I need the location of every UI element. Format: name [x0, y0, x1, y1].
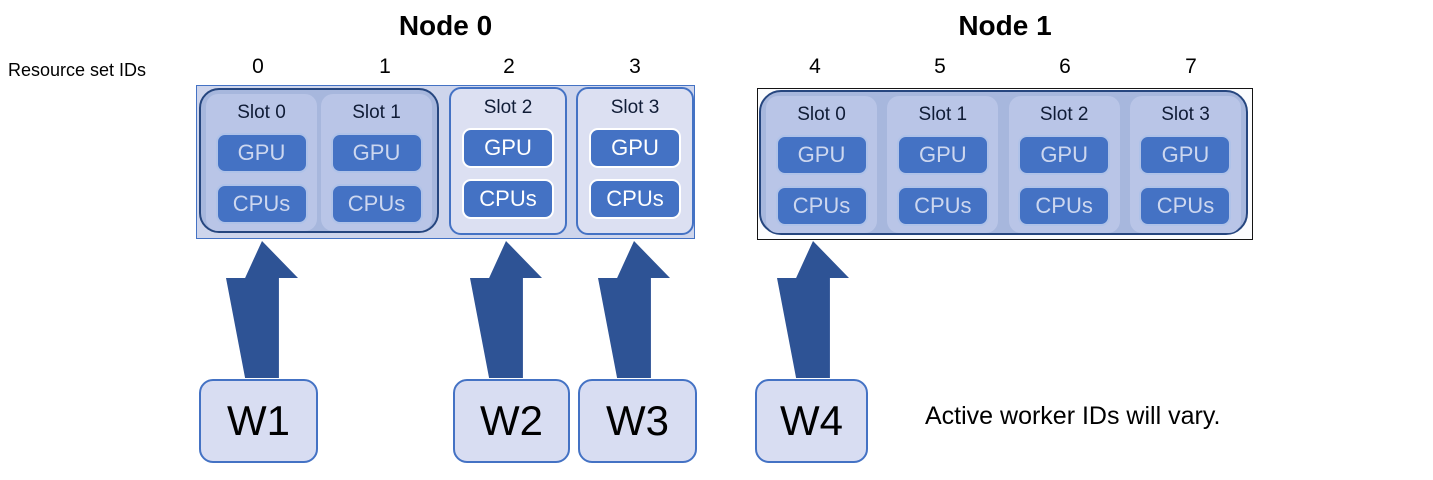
- up-arrow-icon-w3: [598, 241, 670, 378]
- node1-slot-3: Slot 3 GPU CPUs: [1129, 96, 1241, 233]
- resource-set-id-2: 2: [503, 55, 515, 78]
- slot-label: Slot 1: [352, 102, 401, 123]
- gpu-box: GPU: [215, 133, 308, 173]
- slot-label: Slot 3: [610, 97, 660, 118]
- node1-slot-2: Slot 2 GPU CPUs: [1008, 96, 1120, 233]
- node0-container: Slot 0 GPU CPUs Slot 1 GPU CPUs Slot 2 G…: [196, 85, 695, 239]
- node1-resource-set-group-slots-0-3: Slot 0 GPU CPUs Slot 1 GPU CPUs Slot 2 G…: [759, 90, 1248, 235]
- slot-label: Slot 0: [237, 102, 286, 123]
- cpus-box: CPUs: [215, 184, 308, 224]
- active-worker-note: Active worker IDs will vary.: [925, 402, 1221, 430]
- node0-resource-set-slot-3: Slot 3 GPU CPUs: [576, 87, 694, 235]
- cpus-box: CPUs: [1018, 186, 1111, 226]
- up-arrow-icon-w2: [470, 241, 542, 378]
- slot-label: Slot 3: [1161, 104, 1210, 125]
- node1-container: Slot 0 GPU CPUs Slot 1 GPU CPUs Slot 2 G…: [757, 88, 1253, 240]
- gpu-box: GPU: [1139, 135, 1232, 175]
- node1-title: Node 1: [958, 10, 1052, 41]
- worker-w1-box: W1: [199, 379, 318, 463]
- node0-slot-2: Slot 2 GPU CPUs: [451, 89, 565, 233]
- gpu-box: GPU: [589, 128, 681, 168]
- cpus-box: CPUs: [330, 184, 423, 224]
- up-arrow-icon-w4: [777, 241, 849, 378]
- slot-label: Slot 2: [483, 97, 533, 118]
- slot-label: Slot 2: [1039, 104, 1089, 125]
- gpu-box: GPU: [330, 133, 423, 173]
- resource-set-id-5: 5: [934, 55, 946, 78]
- resource-set-id-1: 1: [379, 55, 391, 78]
- node0-resource-set-slot-2: Slot 2 GPU CPUs: [449, 87, 567, 235]
- node0-title: Node 0: [398, 10, 493, 41]
- gpu-box: GPU: [896, 135, 989, 175]
- gpu-box: GPU: [462, 128, 554, 168]
- resource-set-id-3: 3: [629, 55, 641, 78]
- node0-slot-0: Slot 0 GPU CPUs: [206, 94, 317, 231]
- node0-resource-set-group-slots-0-1: Slot 0 GPU CPUs Slot 1 GPU CPUs: [199, 88, 439, 233]
- worker-w2-box: W2: [453, 379, 570, 463]
- slot-label: Slot 1: [918, 104, 968, 125]
- node1-slot-0: Slot 0 GPU CPUs: [766, 96, 877, 233]
- resource-set-id-0: 0: [252, 55, 264, 78]
- cpus-box: CPUs: [775, 186, 868, 226]
- cpus-box: CPUs: [589, 179, 681, 219]
- gpu-box: GPU: [775, 135, 868, 175]
- resource-set-ids-label: Resource set IDs: [8, 60, 147, 80]
- up-arrow-icon-w1: [226, 241, 298, 378]
- cpus-box: CPUs: [896, 186, 989, 226]
- resource-set-id-4: 4: [809, 55, 821, 78]
- slot-label: Slot 0: [797, 104, 846, 125]
- cpus-box: CPUs: [462, 179, 554, 219]
- node1-slot-1: Slot 1 GPU CPUs: [887, 96, 999, 233]
- gpu-box: GPU: [1018, 135, 1111, 175]
- cpus-box: CPUs: [1139, 186, 1232, 226]
- worker-w3-box: W3: [578, 379, 697, 463]
- node0-slot-1: Slot 1 GPU CPUs: [321, 94, 432, 231]
- node0-slot-3: Slot 3 GPU CPUs: [578, 89, 692, 233]
- resource-set-id-6: 6: [1059, 55, 1071, 78]
- worker-w4-box: W4: [755, 379, 868, 463]
- resource-set-id-7: 7: [1185, 55, 1197, 78]
